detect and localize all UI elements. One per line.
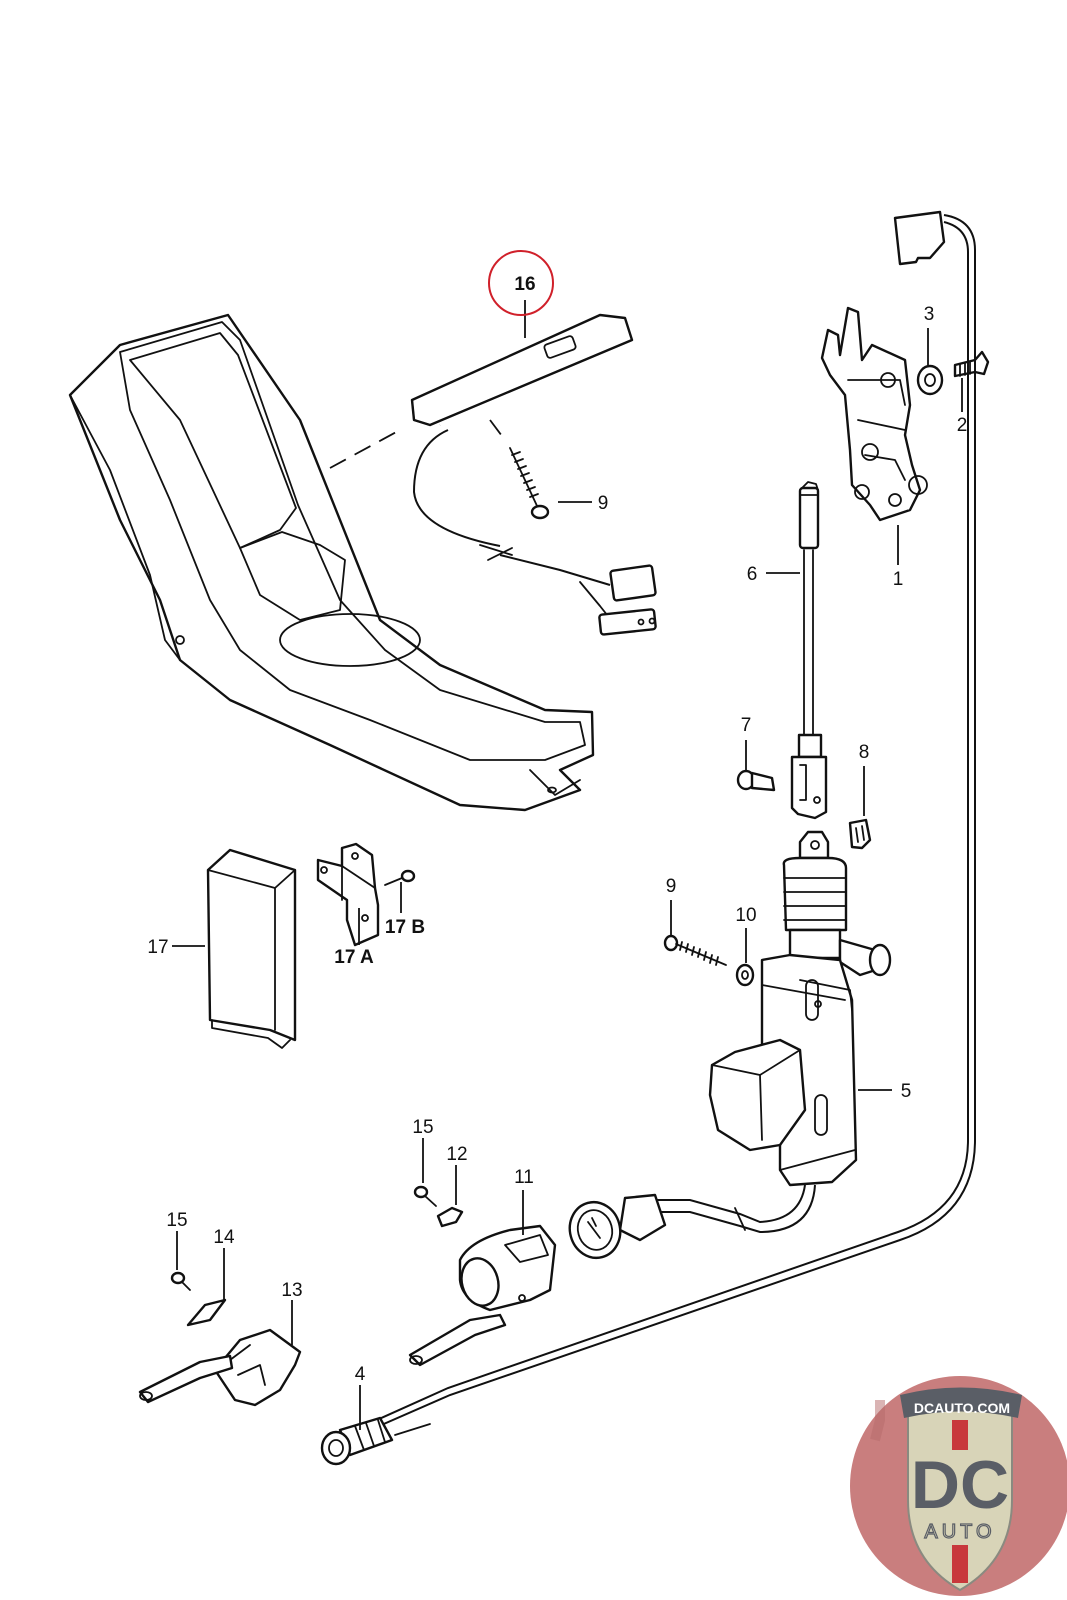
callout-17[interactable]: 17 <box>147 937 168 958</box>
callout-10[interactable]: 10 <box>735 905 756 926</box>
callout-7[interactable]: 7 <box>741 715 752 736</box>
washer-3[interactable] <box>916 364 944 396</box>
control-unit[interactable] <box>206 848 297 1049</box>
callout-11[interactable]: 11 <box>514 1167 534 1188</box>
bracket-17a[interactable] <box>316 842 380 947</box>
callout-13[interactable]: 13 <box>281 1280 302 1301</box>
callout-6[interactable]: 6 <box>747 564 758 585</box>
logo-monogram: DC <box>911 1447 1009 1523</box>
callout-8[interactable]: 8 <box>859 742 870 763</box>
washer-10[interactable] <box>735 963 755 987</box>
callout-17b[interactable]: 17 B <box>385 917 425 938</box>
callout-14[interactable]: 14 <box>213 1227 235 1248</box>
logo-banner <box>900 1387 1022 1418</box>
callout-12[interactable]: 12 <box>446 1144 467 1165</box>
logo-stripe-top <box>952 1420 968 1450</box>
connecting-rod[interactable] <box>790 481 828 820</box>
bowden-cable[interactable] <box>320 210 976 1466</box>
callout-1[interactable]: 1 <box>893 569 904 590</box>
pin-7[interactable] <box>736 769 776 792</box>
callout-15-upper[interactable]: 15 <box>412 1117 433 1138</box>
cable-holder-11[interactable] <box>408 1224 557 1367</box>
callout-15-lower[interactable]: 15 <box>166 1210 187 1231</box>
control-switch[interactable] <box>397 313 657 636</box>
logo-shield <box>907 1409 1013 1592</box>
screw-15-lower[interactable] <box>170 1271 191 1291</box>
callout-labels: 16 9 3 2 1 6 7 8 9 10 5 4 17 17 A 17 B 1… <box>147 274 967 1385</box>
clip-12[interactable] <box>436 1206 464 1228</box>
leader-lines <box>172 300 963 1430</box>
logo-sub: AUTO <box>924 1521 995 1543</box>
retaining-clip-8[interactable] <box>848 818 872 850</box>
logo-stripe-bottom <box>952 1545 968 1583</box>
plate-14[interactable] <box>186 1298 227 1327</box>
screw-2[interactable] <box>953 350 990 378</box>
callout-16[interactable]: 16 <box>514 274 535 295</box>
callout-4[interactable]: 4 <box>355 1364 366 1385</box>
callout-2[interactable]: 2 <box>957 415 968 436</box>
callout-9-lower[interactable]: 9 <box>666 876 677 897</box>
lock-actuator[interactable] <box>708 830 892 1187</box>
callout-9-top[interactable]: 9 <box>598 493 609 514</box>
center-console <box>68 313 595 812</box>
callout-5[interactable]: 5 <box>901 1081 912 1102</box>
screw-17b[interactable] <box>384 869 416 886</box>
highlight-ring <box>488 250 554 316</box>
screw-15-upper[interactable] <box>413 1185 437 1207</box>
door-lock-mechanism[interactable] <box>820 306 928 522</box>
tapping-screw-lower[interactable] <box>663 934 727 966</box>
cable-holder-13[interactable] <box>138 1328 302 1407</box>
actuator-connector[interactable] <box>564 1184 816 1264</box>
tapping-screw-top[interactable] <box>509 447 550 520</box>
logo-site-text: DCAUTO.COM <box>914 1400 1010 1416</box>
callout-17a[interactable]: 17 A <box>334 947 374 968</box>
dcauto-logo: DCAUTO.COM DC AUTO <box>850 1376 1067 1596</box>
callout-3[interactable]: 3 <box>924 304 935 325</box>
